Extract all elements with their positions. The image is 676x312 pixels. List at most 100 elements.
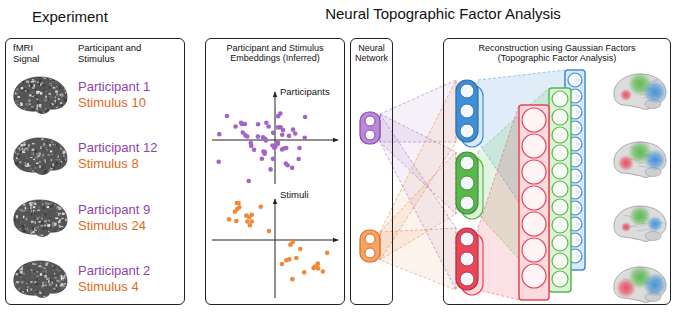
brain-render bbox=[637, 230, 644, 232]
fmri-slice bbox=[20, 199, 23, 201]
fmri-slice bbox=[12, 259, 71, 301]
fmri-slice bbox=[52, 294, 55, 296]
fmri-slice bbox=[63, 273, 64, 275]
fmri-slice bbox=[54, 76, 56, 79]
fmri-slice bbox=[36, 275, 39, 278]
fmri-slice bbox=[22, 296, 24, 298]
fmri-slice bbox=[12, 198, 70, 240]
factor-bar bbox=[549, 88, 571, 292]
fmri-slice bbox=[35, 283, 37, 285]
fmri-slice bbox=[66, 263, 69, 264]
fmri-slice bbox=[39, 175, 40, 177]
brain-render bbox=[614, 205, 666, 241]
fmri-slice bbox=[32, 99, 35, 101]
fmri-slice bbox=[57, 206, 60, 208]
fmri-slice bbox=[67, 172, 69, 174]
fmri-slice bbox=[39, 206, 40, 209]
fmri-slice bbox=[58, 214, 59, 216]
fmri-slice bbox=[31, 108, 34, 111]
fmri-slice bbox=[59, 281, 62, 282]
embedding-plot bbox=[287, 134, 292, 139]
fmri-slice bbox=[17, 172, 18, 173]
brain-render bbox=[621, 222, 631, 232]
embedding-plot bbox=[278, 111, 283, 116]
embedding-vector bbox=[360, 112, 380, 262]
fmri-slice bbox=[25, 77, 27, 79]
fmri-slice bbox=[16, 159, 17, 162]
fmri-slice bbox=[25, 207, 26, 209]
fmri-slice bbox=[18, 263, 20, 266]
fmri-slice bbox=[21, 79, 23, 81]
fmri-slice bbox=[47, 237, 49, 239]
fmri-slice bbox=[63, 82, 64, 83]
embedding-plot bbox=[290, 166, 295, 171]
fmri-slice bbox=[39, 114, 41, 116]
fmri-slice bbox=[17, 204, 19, 206]
fmri-slice bbox=[48, 98, 49, 100]
fmri-slice bbox=[54, 229, 56, 232]
fmri-slice bbox=[59, 216, 61, 217]
fmri-slice bbox=[61, 278, 62, 281]
embedding-plot bbox=[256, 122, 261, 127]
fmri-slice bbox=[50, 141, 52, 143]
fmri-slice bbox=[37, 140, 39, 143]
fmri-slice bbox=[27, 208, 28, 209]
fmri-slice bbox=[17, 172, 19, 174]
fmri-slice bbox=[14, 261, 67, 298]
fmri-slice bbox=[33, 206, 35, 208]
fmri-slice bbox=[52, 174, 54, 177]
fmri-slice bbox=[30, 146, 33, 148]
fmri-slice bbox=[58, 285, 60, 286]
fmri-slice bbox=[31, 84, 33, 86]
fmri-slice bbox=[44, 147, 47, 149]
fmri-slice bbox=[22, 151, 25, 153]
fmri-slice bbox=[45, 96, 47, 98]
fmri-slice bbox=[61, 78, 63, 81]
fmri-slice bbox=[17, 140, 18, 142]
fmri-slice bbox=[49, 83, 52, 84]
fmri-slice bbox=[65, 111, 67, 113]
fmri-slice bbox=[20, 281, 23, 284]
fmri-slice bbox=[24, 149, 25, 151]
fmri-slice bbox=[35, 89, 37, 91]
fmri-slice bbox=[18, 296, 19, 297]
factor-bar bbox=[552, 199, 568, 215]
fmri-slice bbox=[15, 198, 17, 201]
fmri-slice bbox=[54, 153, 56, 156]
fmri-slice bbox=[47, 236, 48, 238]
fmri-slice bbox=[40, 263, 42, 264]
participant-id: Participant 12 bbox=[78, 140, 180, 156]
fmri-slice bbox=[35, 157, 38, 158]
fmri-slice bbox=[51, 225, 54, 227]
fmri-slice bbox=[43, 89, 46, 91]
fmri-slice bbox=[38, 221, 41, 223]
fmri-slice bbox=[28, 235, 31, 236]
fmri-slice bbox=[20, 284, 21, 286]
fmri-slice bbox=[65, 278, 67, 281]
fmri-slice bbox=[20, 203, 23, 204]
fmri-slice bbox=[52, 145, 55, 147]
fmri-slice bbox=[55, 277, 57, 279]
fmri-slice bbox=[57, 154, 59, 155]
fmri-slice bbox=[30, 285, 32, 287]
fmri-slice bbox=[58, 98, 60, 99]
fmri-slice bbox=[61, 137, 63, 140]
embedding-plot bbox=[212, 92, 338, 298]
fmri-slice bbox=[42, 215, 43, 218]
fmri-slice bbox=[61, 115, 62, 117]
fmri-slice bbox=[14, 77, 67, 114]
factor-bar bbox=[552, 127, 568, 143]
axis-label: Participants bbox=[280, 86, 342, 97]
fmri-slice bbox=[52, 203, 53, 206]
fmri-slice bbox=[49, 165, 52, 168]
fmri-slice bbox=[56, 171, 57, 173]
fmri-slice bbox=[63, 211, 64, 213]
fmri-slice bbox=[36, 91, 39, 94]
fmri-slice bbox=[24, 153, 27, 155]
fmri-slice bbox=[37, 271, 38, 272]
fmri-slice bbox=[34, 155, 37, 156]
fmri-slice bbox=[12, 136, 69, 178]
fmri-slice bbox=[39, 150, 41, 151]
fmri-slice bbox=[55, 90, 58, 93]
fmri-slice bbox=[66, 148, 68, 151]
